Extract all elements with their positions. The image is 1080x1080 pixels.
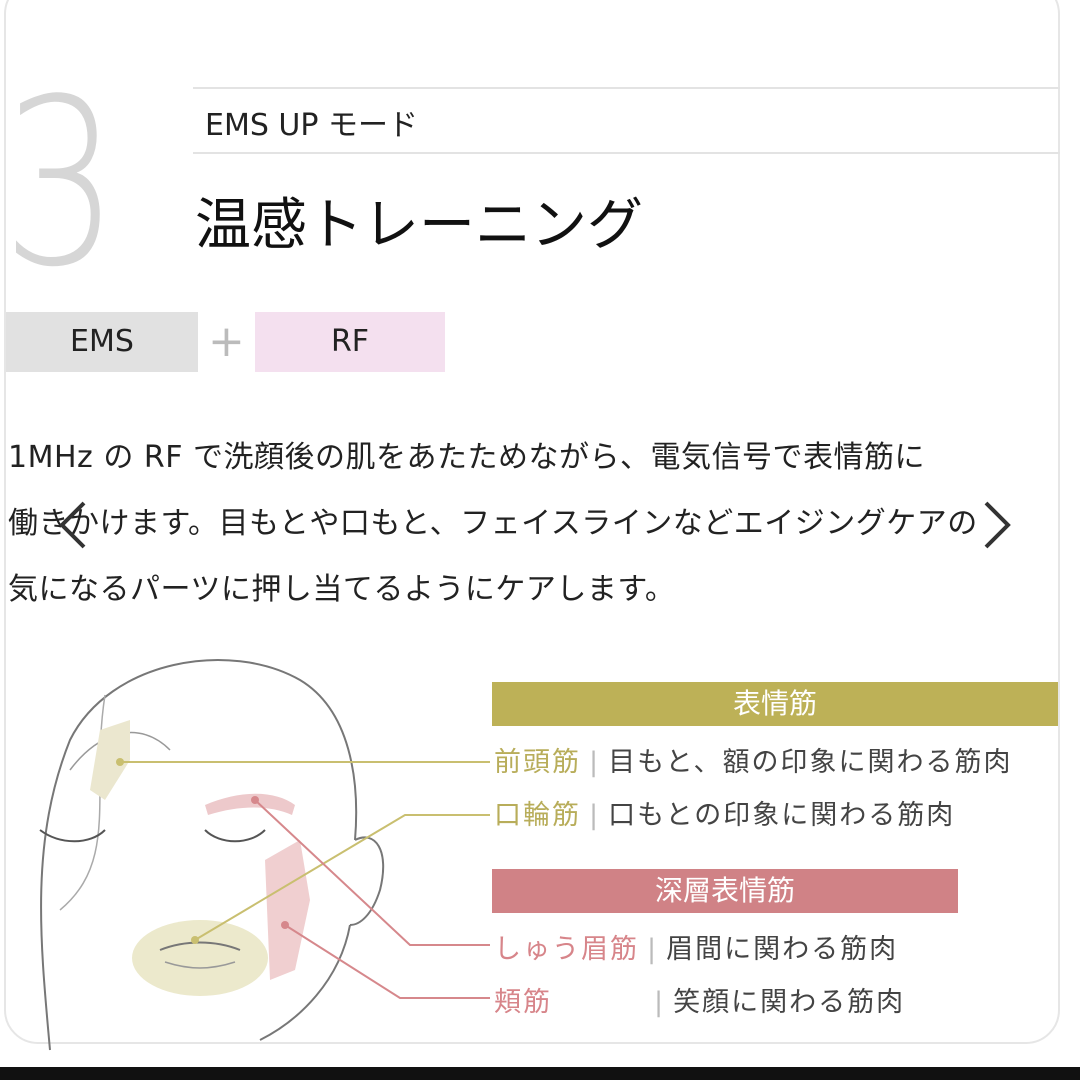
muscle-name: 前頭筋	[494, 747, 581, 778]
step-number: 3	[2, 51, 120, 318]
divider	[193, 152, 1060, 154]
bottom-bar	[0, 1067, 1080, 1080]
divider	[193, 87, 1060, 89]
muscle-name: 口輪筋	[494, 800, 581, 831]
prev-button[interactable]	[48, 495, 98, 555]
description-line: 1MHz の RF で洗顔後の肌をあたためながら、電気信号で表情筋に	[8, 440, 925, 475]
muscle-desc: 眉間に関わる筋肉	[666, 934, 899, 965]
muscle-row: 前頭筋 |目もと、額の印象に関わる筋肉	[494, 740, 1013, 779]
muscle-desc: 口もとの印象に関わる筋肉	[608, 800, 956, 831]
ems-tag: EMS	[6, 312, 198, 372]
next-button[interactable]	[972, 495, 1022, 555]
separator: |	[647, 934, 659, 965]
chevron-right-icon	[984, 501, 1011, 549]
plus-sign: +	[208, 316, 245, 367]
muscle-name: しゅう眉筋	[494, 934, 639, 965]
face-illustration	[39, 659, 490, 1051]
description-line: 働きかけます。目もとや口もと、フェイスラインなどエイジングケアの	[8, 506, 978, 541]
description: 1MHz の RF で洗顔後の肌をあたためながら、電気信号で表情筋に 働きかけま…	[8, 425, 1078, 623]
description-line: 気になるパーツに押し当てるようにケアします。	[8, 572, 676, 607]
rf-tag: RF	[255, 312, 445, 372]
muscle-row: 頬筋 |笑顔に関わる筋肉	[494, 980, 905, 1019]
separator: |	[654, 987, 666, 1018]
muscle-name: 頬筋	[494, 987, 552, 1018]
group-header-facial-muscles: 表情筋	[492, 682, 1058, 726]
mode-label: EMS UP モード	[205, 108, 419, 143]
muscle-desc: 笑顔に関わる筋肉	[673, 987, 906, 1018]
muscle-row: しゅう眉筋 |眉間に関わる筋肉	[494, 927, 898, 966]
separator: |	[589, 800, 601, 831]
page-title: 温感トレーニング	[195, 193, 643, 258]
chevron-left-icon	[59, 501, 86, 549]
muscle-row: 口輪筋 |口もとの印象に関わる筋肉	[494, 793, 955, 832]
group-header-deep-muscles: 深層表情筋	[492, 869, 958, 913]
separator: |	[589, 747, 601, 778]
muscle-desc: 目もと、額の印象に関わる筋肉	[608, 747, 1013, 778]
